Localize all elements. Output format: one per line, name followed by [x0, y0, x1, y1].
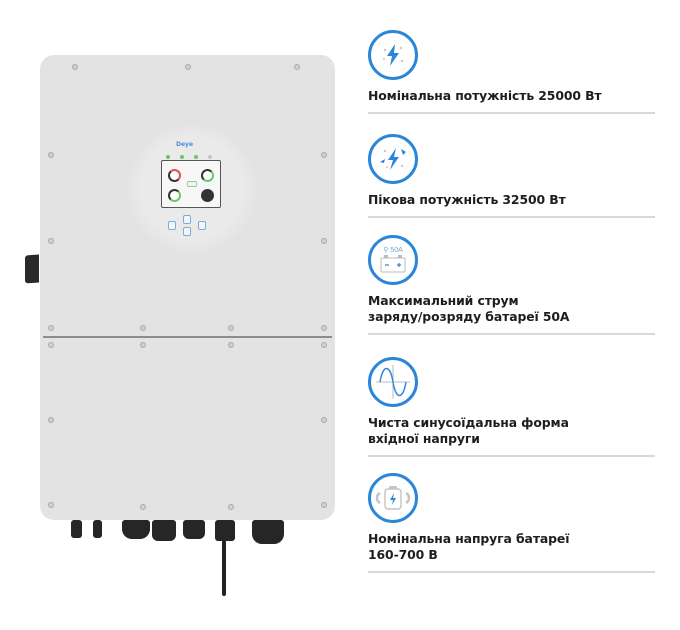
screw [48, 502, 54, 508]
product-image: Deye [25, 55, 335, 596]
screw [321, 502, 327, 508]
screw [140, 325, 146, 331]
feature-battery-voltage: Номінальна напруга батареї 160-700 В [368, 473, 655, 573]
panel-divider [43, 336, 332, 338]
feature-sine-wave: Чиста синусоїдальна форма вхідної напруг… [368, 357, 655, 457]
gauge-icon [168, 169, 181, 182]
gauge-icon [168, 189, 181, 202]
screw [321, 152, 327, 158]
divider [368, 571, 655, 573]
screw [321, 238, 327, 244]
feature-peak-power: Пікова потужність 32500 Вт [368, 134, 655, 218]
status-led [166, 155, 170, 159]
feature-label: Номінальна напруга батареї 160-700 В [368, 531, 570, 562]
feature-rated-power: Номінальна потужність 25000 Вт [368, 30, 655, 114]
cable-gland [252, 520, 284, 544]
screw [321, 417, 327, 423]
gauge-icon [201, 169, 214, 182]
feature-label: Максимальний струм заряду/розряду батаре… [368, 293, 570, 324]
screw [48, 238, 54, 244]
screw [48, 417, 54, 423]
cable-gland [122, 520, 150, 539]
comm-port [215, 520, 235, 541]
gauge-icon [201, 189, 214, 202]
screw [185, 64, 191, 70]
screw [48, 152, 54, 158]
side-handle [25, 254, 39, 284]
pv-connector [93, 520, 102, 538]
inverter-body: Deye [40, 55, 335, 520]
cable-gland [183, 520, 205, 539]
key-up [183, 215, 191, 224]
pv-connector [71, 520, 82, 538]
brand-logo: Deye [176, 141, 194, 148]
screw [228, 342, 234, 348]
svg-text:⚲ 50A: ⚲ 50A [383, 246, 403, 254]
feature-label: Номінальна потужність 25000 Вт [368, 88, 602, 103]
screw [228, 325, 234, 331]
cable-gland [152, 520, 176, 541]
feature-battery-current: ⚲ 50A Максимальний струм заряду/розряду … [368, 235, 655, 335]
divider [368, 216, 655, 218]
communication-cable [222, 540, 226, 596]
screw [72, 64, 78, 70]
feature-label: Пікова потужність 32500 Вт [368, 192, 566, 207]
screw [140, 504, 146, 510]
flow-icon [187, 181, 197, 187]
lightning-burst-icon [368, 134, 418, 184]
battery-voltage-icon [368, 473, 418, 523]
screw [294, 64, 300, 70]
screw [140, 342, 146, 348]
lcd-screen [161, 160, 221, 208]
key-enter [198, 221, 206, 230]
screw [48, 342, 54, 348]
status-led [180, 155, 184, 159]
divider [368, 112, 655, 114]
screw [321, 325, 327, 331]
screw [228, 504, 234, 510]
screw [48, 325, 54, 331]
status-led [194, 155, 198, 159]
key-down [183, 227, 191, 236]
divider [368, 455, 655, 457]
battery-current-icon: ⚲ 50A [368, 235, 418, 285]
lightning-bolt-icon [368, 30, 418, 80]
feature-label: Чиста синусоїдальна форма вхідної напруг… [368, 415, 569, 446]
status-led [208, 155, 212, 159]
sine-wave-icon [368, 357, 418, 407]
key-esc [168, 221, 176, 230]
screw [321, 342, 327, 348]
divider [368, 333, 655, 335]
